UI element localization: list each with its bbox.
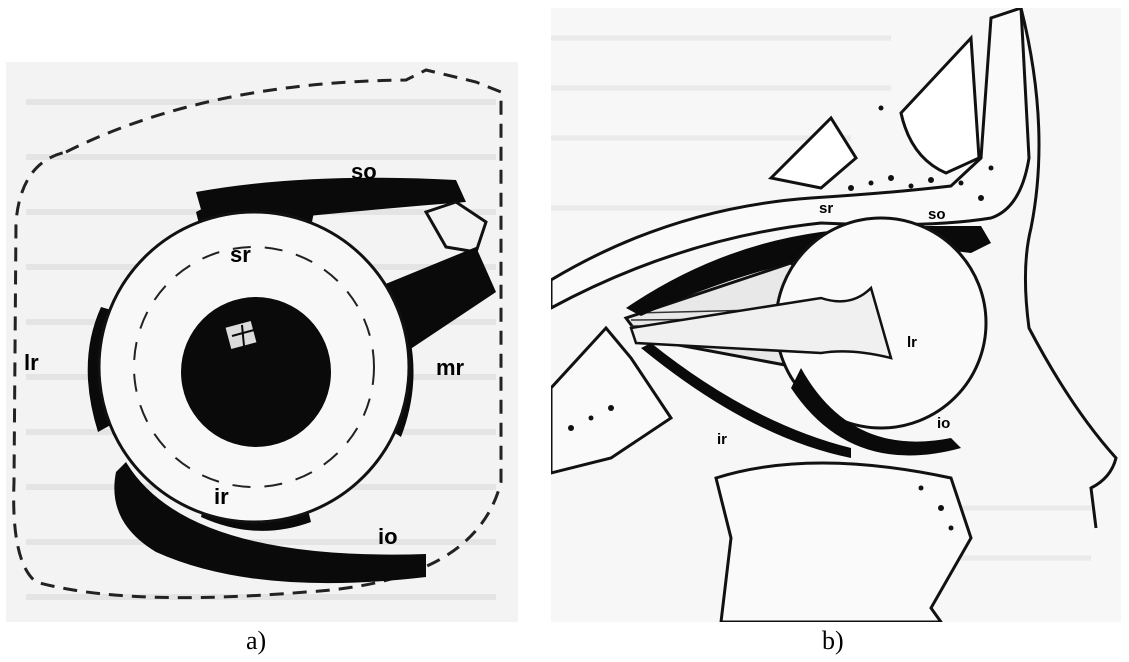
label-io: io [937,415,950,432]
label-ir: ir [214,484,229,509]
eye-frontal-diagram: so sr lr mr ir io [6,62,518,622]
label-ir: ir [717,431,727,448]
eye-frontal-view-figure: so sr lr mr ir io [6,62,518,622]
label-so: so [928,206,946,223]
label-sr: sr [230,242,251,267]
label-so: so [351,159,377,184]
label-lr: lr [907,334,917,351]
label-sr: sr [819,200,833,217]
maxillary-bone [716,463,971,622]
orbit-sagittal-view-figure: sr so lr ir io [551,8,1121,622]
frontal-sinus [901,38,979,173]
caption-a: a) [246,626,266,656]
ethmoid-cell [771,118,856,188]
caption-b: b) [822,626,844,656]
orbit-sagittal-diagram: sr so lr ir io [551,8,1121,622]
iris [181,297,331,447]
label-lr: lr [24,350,39,375]
face-profile [1021,8,1116,528]
label-io: io [378,524,398,549]
label-mr: mr [436,355,465,380]
